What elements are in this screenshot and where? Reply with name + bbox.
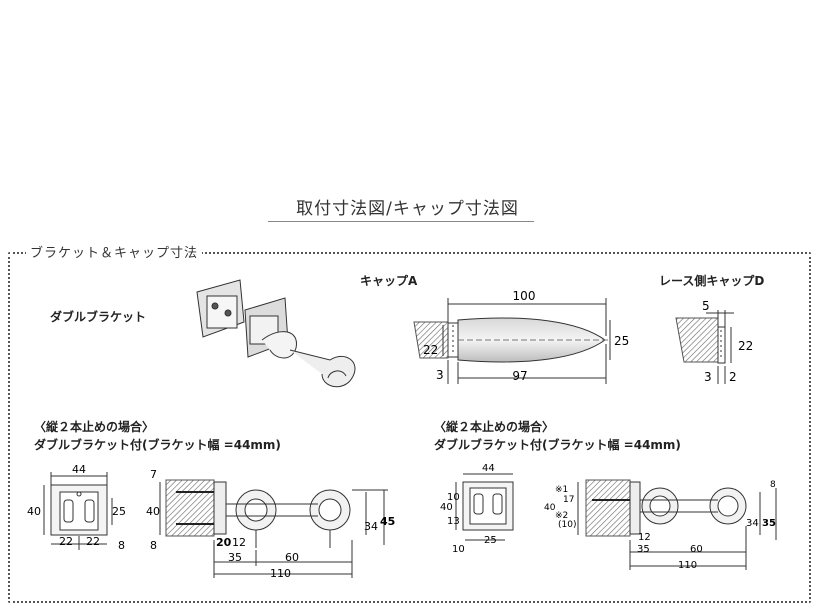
left-side-t1: 7 <box>150 468 157 481</box>
left-side-p1: 20 <box>216 536 232 549</box>
cap-d-dim-5: 5 <box>702 299 710 313</box>
left-side-d1: 35 <box>228 551 242 564</box>
cap-a-dim-22: 22 <box>423 343 438 357</box>
left-front-b1: 22 <box>59 535 73 548</box>
left-side-total: 110 <box>270 567 291 580</box>
right-front-c: 25 <box>484 535 497 546</box>
left-install-note: 〈縦２本止めの場合〉 <box>34 420 155 434</box>
right-side-d2: 60 <box>690 544 703 555</box>
cap-a-dim-100: 100 <box>513 289 536 303</box>
right-front-h: 40 <box>440 502 453 513</box>
right-side-d1: 35 <box>637 544 650 555</box>
left-front-h: 40 <box>27 505 41 518</box>
page-title: 取付寸法図/キャップ寸法図 <box>296 199 519 219</box>
cap-a-dim-25: 25 <box>614 334 629 348</box>
left-front-b3: 8 <box>118 539 125 552</box>
cap-d-label: レース側キャップD <box>659 274 765 288</box>
cap-d-dim-22: 22 <box>738 339 753 353</box>
right-install-note: 〈縦２本止めの場合〉 <box>434 420 555 434</box>
left-side-r2: 45 <box>380 515 395 528</box>
left-install-title: ダブルブラケット付(ブラケット幅 =44mm) <box>34 438 281 452</box>
double-bracket-illustration <box>196 279 356 388</box>
cap-a-dim-97: 97 <box>512 369 527 383</box>
right-side-t: 8 <box>770 480 776 490</box>
right-side-n1: ※1 <box>555 485 568 495</box>
right-side-total: 110 <box>678 560 697 571</box>
title-underline <box>268 221 534 222</box>
left-front-b2: 22 <box>86 535 100 548</box>
right-side-r1: 34 <box>746 518 759 529</box>
right-side-view <box>577 479 777 570</box>
right-front-w: 44 <box>482 463 495 474</box>
right-side-v2: (10) <box>558 520 576 530</box>
left-side-h: 40 <box>146 505 160 518</box>
right-side-h: 40 <box>544 503 556 513</box>
left-front-view <box>43 472 113 550</box>
right-side-p: 12 <box>638 532 651 543</box>
right-install-title: ダブルブラケット付(ブラケット幅 =44mm) <box>434 438 681 452</box>
cap-a-label: キャップA <box>360 274 418 288</box>
left-side-r1: 34 <box>364 520 378 533</box>
left-side-view <box>159 479 388 578</box>
cap-d-dim-2: 2 <box>729 370 737 384</box>
left-front-h2: 25 <box>112 505 126 518</box>
cap-a-drawing <box>413 298 611 384</box>
right-front-a: 10 <box>447 492 460 503</box>
left-side-p2: 12 <box>232 536 246 549</box>
cap-a-dim-3: 3 <box>436 368 444 382</box>
right-side-r2: 35 <box>762 518 776 529</box>
left-side-t2: 8 <box>150 539 157 552</box>
right-side-v1: 17 <box>563 495 574 505</box>
cap-d-dim-3: 3 <box>704 370 712 384</box>
cap-d-drawing <box>675 310 734 384</box>
bracket-label: ダブルブラケット <box>50 310 147 324</box>
section-label: ブラケット＆キャップ寸法 <box>26 242 203 261</box>
left-side-d2: 60 <box>285 551 299 564</box>
right-side-n2: ※2 <box>555 511 568 521</box>
right-front-b: 13 <box>447 516 460 527</box>
right-front-d: 10 <box>452 544 465 555</box>
right-front-view <box>455 473 514 541</box>
left-front-w: 44 <box>72 463 86 476</box>
